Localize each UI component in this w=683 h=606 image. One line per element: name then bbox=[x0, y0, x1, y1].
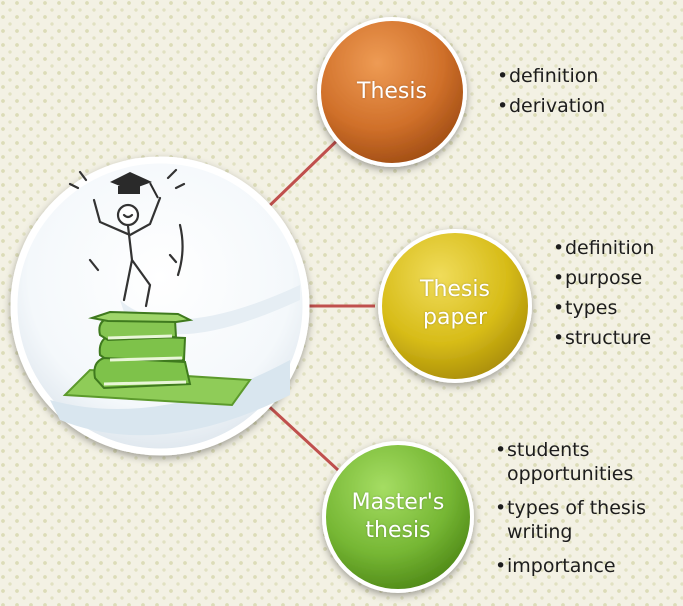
node-thesis-paper-label-line-1: Thesis bbox=[420, 277, 490, 302]
node-thesis-label-line: Thesis bbox=[357, 79, 427, 104]
list-item: types bbox=[553, 296, 681, 320]
node-thesis-paper-label-line-2: paper bbox=[423, 305, 487, 330]
node-thesis-circle bbox=[317, 17, 467, 167]
masters-thesis-bullet-list: students opportunities types of thesis w… bbox=[495, 438, 681, 588]
list-item: students opportunities bbox=[495, 438, 681, 486]
node-thesis-paper-label: Thesis paper bbox=[385, 276, 525, 332]
thesis-paper-bullet-list: definition purpose types structure bbox=[553, 236, 681, 356]
connector-thesis bbox=[261, 128, 350, 214]
list-item: purpose bbox=[553, 266, 681, 290]
books-icon bbox=[62, 310, 252, 407]
node-thesis-label: Thesis bbox=[322, 78, 462, 106]
node-masters-thesis-label-line-1: Master's bbox=[351, 490, 445, 515]
list-item: definition bbox=[497, 64, 677, 88]
connector-masters-thesis bbox=[260, 398, 340, 472]
node-masters-thesis-label: Master's thesis bbox=[328, 489, 468, 545]
stick-figure-icon bbox=[68, 168, 186, 308]
node-masters-thesis-circle bbox=[322, 441, 474, 593]
list-item: definition bbox=[553, 236, 681, 260]
graduation-cap-icon bbox=[110, 172, 159, 199]
list-item: types of thesis writing bbox=[495, 496, 681, 544]
list-item: derivation bbox=[497, 94, 677, 118]
list-item: structure bbox=[553, 326, 681, 350]
central-illustration bbox=[10, 156, 310, 456]
thesis-bullet-list: definition derivation bbox=[497, 64, 677, 124]
node-thesis-paper-circle bbox=[378, 229, 532, 383]
node-masters-thesis-label-line-2: thesis bbox=[365, 518, 431, 543]
list-item: importance bbox=[495, 554, 681, 578]
